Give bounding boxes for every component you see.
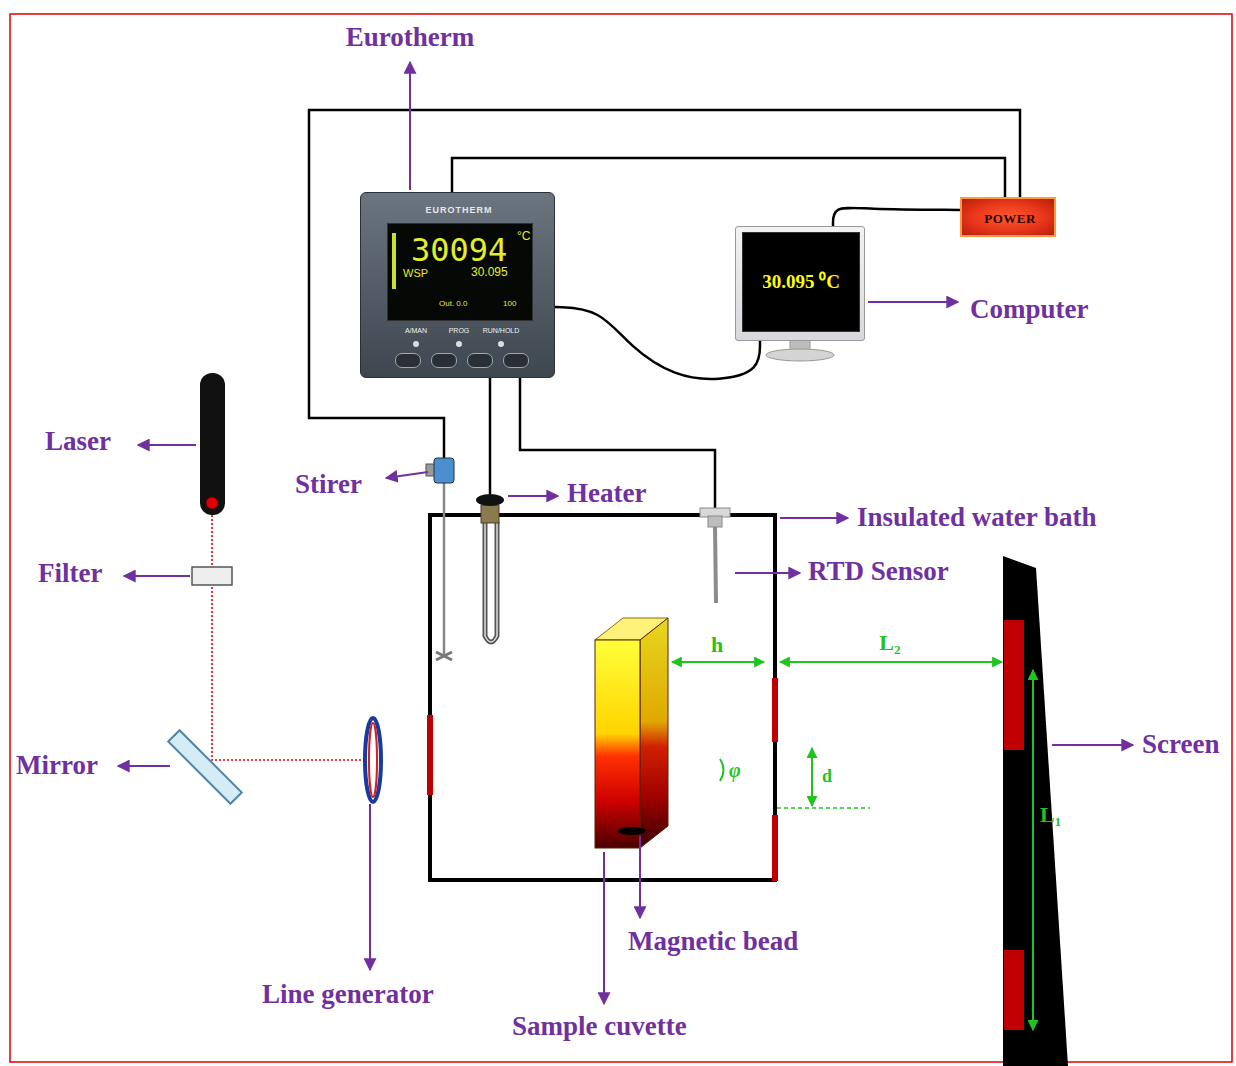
controller-display-text: WSP bbox=[403, 267, 428, 279]
leader-arrow bbox=[639, 836, 641, 918]
reference-line bbox=[777, 807, 870, 809]
laser-aperture bbox=[206, 497, 218, 509]
dimension-label: L₂ bbox=[879, 630, 900, 655]
leader-arrow bbox=[118, 765, 170, 767]
stirrer-shaft bbox=[443, 482, 446, 655]
dimension-label: L₁ bbox=[1040, 802, 1061, 827]
controller-display-text: PROG bbox=[449, 327, 470, 335]
part-label: Laser bbox=[45, 426, 111, 457]
status-dot bbox=[413, 341, 419, 347]
sensor-body bbox=[708, 516, 722, 527]
sensor-probe bbox=[715, 526, 716, 603]
part-label: Filter bbox=[38, 558, 102, 589]
signal-cable bbox=[833, 208, 960, 226]
leader-arrow bbox=[369, 804, 371, 970]
part-label: Magnetic bead bbox=[628, 926, 798, 957]
temperature-controller: EUROTHERM 30094 °C WSP 30.095Out. 0.0 100A/MA… bbox=[360, 192, 555, 378]
filter-symbol bbox=[192, 567, 232, 585]
part-label: Line generator bbox=[262, 979, 434, 1010]
controller-display-text: EUROTHERM bbox=[426, 206, 493, 216]
key-button bbox=[395, 353, 421, 368]
controller-display-text: Out. 0.0 bbox=[439, 300, 467, 309]
heater-cap bbox=[476, 494, 504, 506]
laser-body bbox=[200, 373, 225, 515]
bath-window bbox=[427, 715, 433, 795]
dimension-arrow bbox=[1032, 670, 1034, 1030]
leader-arrow bbox=[138, 444, 196, 446]
mirror-symbol bbox=[168, 730, 242, 804]
power-label: POWER bbox=[984, 212, 1036, 226]
leader-arrow bbox=[868, 301, 958, 303]
screen-readout: 30.095 ⁰C bbox=[742, 232, 860, 332]
leader-arrow bbox=[124, 575, 190, 577]
key-button bbox=[467, 353, 493, 368]
leader-arrow bbox=[1052, 744, 1133, 746]
part-label: Screen bbox=[1142, 729, 1219, 760]
stirrer-wire bbox=[309, 110, 1020, 458]
controller-display-text: 100 bbox=[503, 300, 516, 309]
bath-window bbox=[772, 678, 778, 742]
dimension-arrow bbox=[780, 661, 1002, 663]
key-button bbox=[431, 353, 457, 368]
status-dot bbox=[498, 341, 504, 347]
dimension-label: d bbox=[822, 766, 832, 787]
dimension-label: h bbox=[711, 632, 723, 657]
leader-arrow bbox=[603, 852, 605, 1004]
heater-highlight bbox=[485, 522, 497, 642]
part-label: Insulated water bath bbox=[857, 502, 1097, 533]
part-label: Eurotherm bbox=[346, 22, 475, 53]
part-label: RTD Sensor bbox=[808, 556, 949, 587]
magnetic-bead bbox=[618, 827, 646, 835]
part-label: Mirror bbox=[16, 750, 98, 781]
controller-display-text: A/MAN bbox=[405, 327, 427, 335]
leader-arrow bbox=[386, 472, 428, 478]
heater-element bbox=[485, 522, 497, 642]
dimension-arrow bbox=[672, 661, 764, 663]
projected-line bbox=[1004, 620, 1024, 750]
status-dot bbox=[456, 341, 462, 347]
heater-wire bbox=[489, 378, 492, 494]
computer-monitor: 30.095 ⁰C bbox=[735, 226, 865, 341]
projected-line bbox=[1004, 950, 1024, 1030]
angle-arc bbox=[720, 759, 724, 781]
leader-arrow bbox=[409, 62, 411, 190]
leader-arrow bbox=[780, 517, 848, 519]
cuvette-side bbox=[640, 618, 668, 848]
controller-display-text: 30094 bbox=[411, 233, 507, 268]
dimension-label: φ bbox=[729, 759, 741, 782]
part-label: Stirer bbox=[295, 469, 362, 500]
dimension-arrow bbox=[811, 748, 813, 806]
power-box: POWER bbox=[960, 197, 1056, 237]
projection-screen bbox=[1003, 556, 1068, 1066]
part-label: Computer bbox=[970, 294, 1088, 325]
controller-display-text: RUN/HOLD bbox=[483, 327, 520, 335]
bath-window bbox=[772, 815, 778, 881]
stirrer-blade bbox=[436, 652, 452, 660]
signal-cable bbox=[555, 307, 760, 379]
heater-fitting bbox=[481, 505, 499, 523]
stirrer-motor bbox=[434, 458, 454, 483]
controller-display-text: °C bbox=[517, 230, 530, 243]
leader-arrow bbox=[735, 572, 800, 574]
bar-graph bbox=[392, 233, 396, 289]
part-label: Sample cuvette bbox=[512, 1011, 687, 1042]
leader-arrow bbox=[508, 495, 558, 497]
line-generator-ring bbox=[365, 718, 381, 802]
line-generator-lens bbox=[369, 723, 377, 797]
laser-beam bbox=[212, 515, 364, 760]
monitor-base bbox=[766, 349, 834, 361]
sample-cuvette bbox=[595, 640, 640, 848]
key-button bbox=[503, 353, 529, 368]
water-bath bbox=[430, 515, 775, 880]
part-label: Heater bbox=[567, 478, 646, 509]
controller-display-text: 30.095 bbox=[471, 266, 508, 279]
